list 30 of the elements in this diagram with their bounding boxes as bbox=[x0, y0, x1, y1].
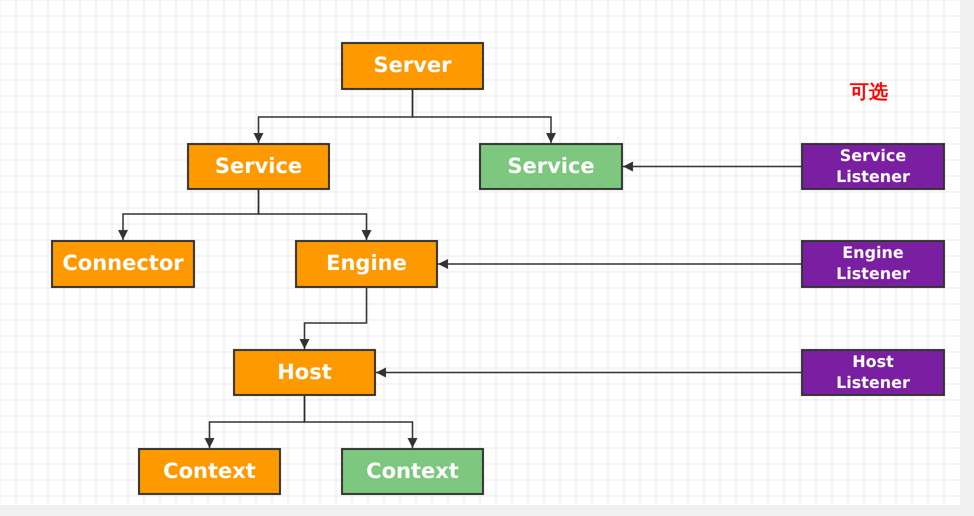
node-label: Context bbox=[365, 458, 460, 484]
listener-box bbox=[801, 240, 945, 288]
node-label: Server bbox=[372, 53, 452, 79]
arrow bbox=[258, 190, 372, 240]
arrow bbox=[376, 368, 801, 378]
node-label: Host Listener bbox=[835, 352, 911, 394]
arrow bbox=[623, 162, 801, 172]
arrow bbox=[300, 288, 368, 349]
node-label: Context bbox=[162, 458, 257, 484]
component-box bbox=[233, 349, 376, 396]
arrow bbox=[438, 259, 801, 269]
node-label: Host bbox=[276, 360, 333, 386]
node-label: Service Listener bbox=[835, 146, 911, 188]
node-label: Connector bbox=[61, 251, 185, 277]
component-box bbox=[295, 240, 438, 288]
listener-box bbox=[801, 143, 945, 190]
component-box bbox=[341, 448, 484, 495]
node-label: Engine bbox=[325, 251, 408, 277]
arrow bbox=[304, 396, 418, 448]
listener-box bbox=[801, 349, 945, 396]
component-box bbox=[51, 240, 195, 288]
component-box bbox=[138, 448, 281, 495]
node-label: Service bbox=[506, 154, 596, 180]
component-box bbox=[341, 42, 484, 90]
node-label: Engine Listener bbox=[835, 243, 911, 285]
node-label: Service bbox=[214, 154, 304, 180]
note-text: 可选 bbox=[850, 80, 888, 105]
component-box bbox=[479, 143, 623, 190]
component-box bbox=[187, 143, 330, 190]
arrow bbox=[412, 90, 556, 143]
